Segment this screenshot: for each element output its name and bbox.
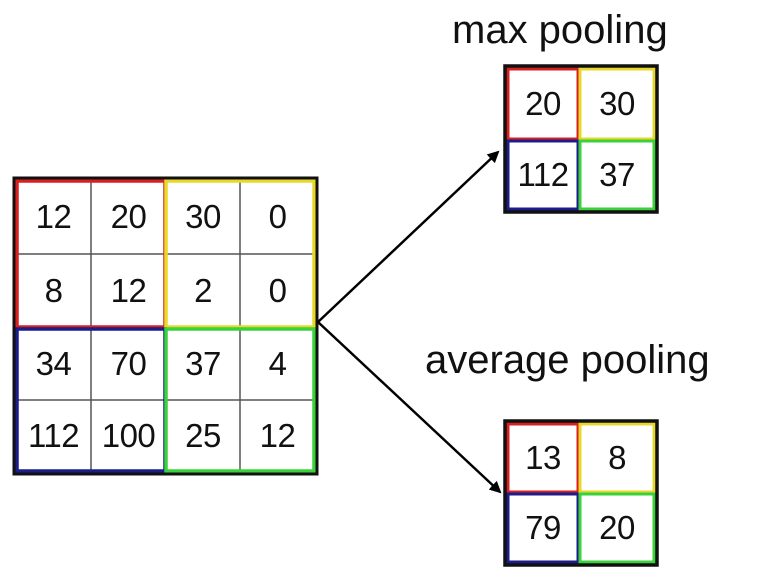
avg-cell-border-top-left <box>506 422 580 494</box>
avg-cell-0-0: 13 <box>525 439 561 476</box>
input-cell-2-1: 70 <box>110 345 147 382</box>
arrow-to-max-pooling <box>317 150 500 323</box>
max-outer-border <box>503 64 659 214</box>
input-outer-border <box>12 176 319 476</box>
avg-cell-1-1: 20 <box>599 509 635 546</box>
input-cell-1-3: 0 <box>268 272 287 309</box>
arrow-to-average-pooling <box>317 321 502 494</box>
avg-cell-0-1: 8 <box>608 439 626 476</box>
avg-outer-border <box>503 419 659 567</box>
input-cell-3-0: 112 <box>27 417 80 454</box>
input-cell-1-2: 2 <box>194 272 212 309</box>
max-cell-border-top-left <box>506 67 580 141</box>
input-cell-3-3: 12 <box>259 417 296 454</box>
input-cell-1-0: 8 <box>44 272 63 309</box>
input-cell-2-3: 4 <box>268 345 287 382</box>
input-cell-0-0: 12 <box>35 198 72 235</box>
input-quadrant-bottom-right-border <box>164 327 316 473</box>
max-cell-1-1: 37 <box>599 156 635 193</box>
avg-cell-border-top-right <box>578 422 656 494</box>
max-cell-border-top-right <box>578 67 656 141</box>
input-cell-0-1: 20 <box>110 198 147 235</box>
input-cell-0-3: 0 <box>268 198 287 235</box>
average-pooling-title: average pooling <box>425 338 710 382</box>
max-cell-border-bottom-left <box>506 139 580 211</box>
max-cell-0-1: 30 <box>599 85 635 122</box>
input-cell-0-2: 30 <box>185 198 221 235</box>
avg-cell-border-bottom-left <box>506 492 580 564</box>
max-cell-0-0: 20 <box>525 85 561 122</box>
max-cell-1-0: 112 <box>517 156 569 193</box>
max-pooling-title: max pooling <box>452 8 668 52</box>
input-cell-3-1: 100 <box>101 417 156 454</box>
avg-cell-border-bottom-right <box>578 492 656 564</box>
input-cell-1-1: 12 <box>110 272 147 309</box>
input-cell-2-2: 37 <box>185 345 221 382</box>
max-cell-border-bottom-right <box>578 139 656 211</box>
input-quadrant-top-right-border <box>164 179 316 329</box>
input-cell-2-0: 34 <box>35 345 72 382</box>
avg-cell-1-0: 79 <box>525 509 561 546</box>
input-cell-3-2: 25 <box>185 417 221 454</box>
